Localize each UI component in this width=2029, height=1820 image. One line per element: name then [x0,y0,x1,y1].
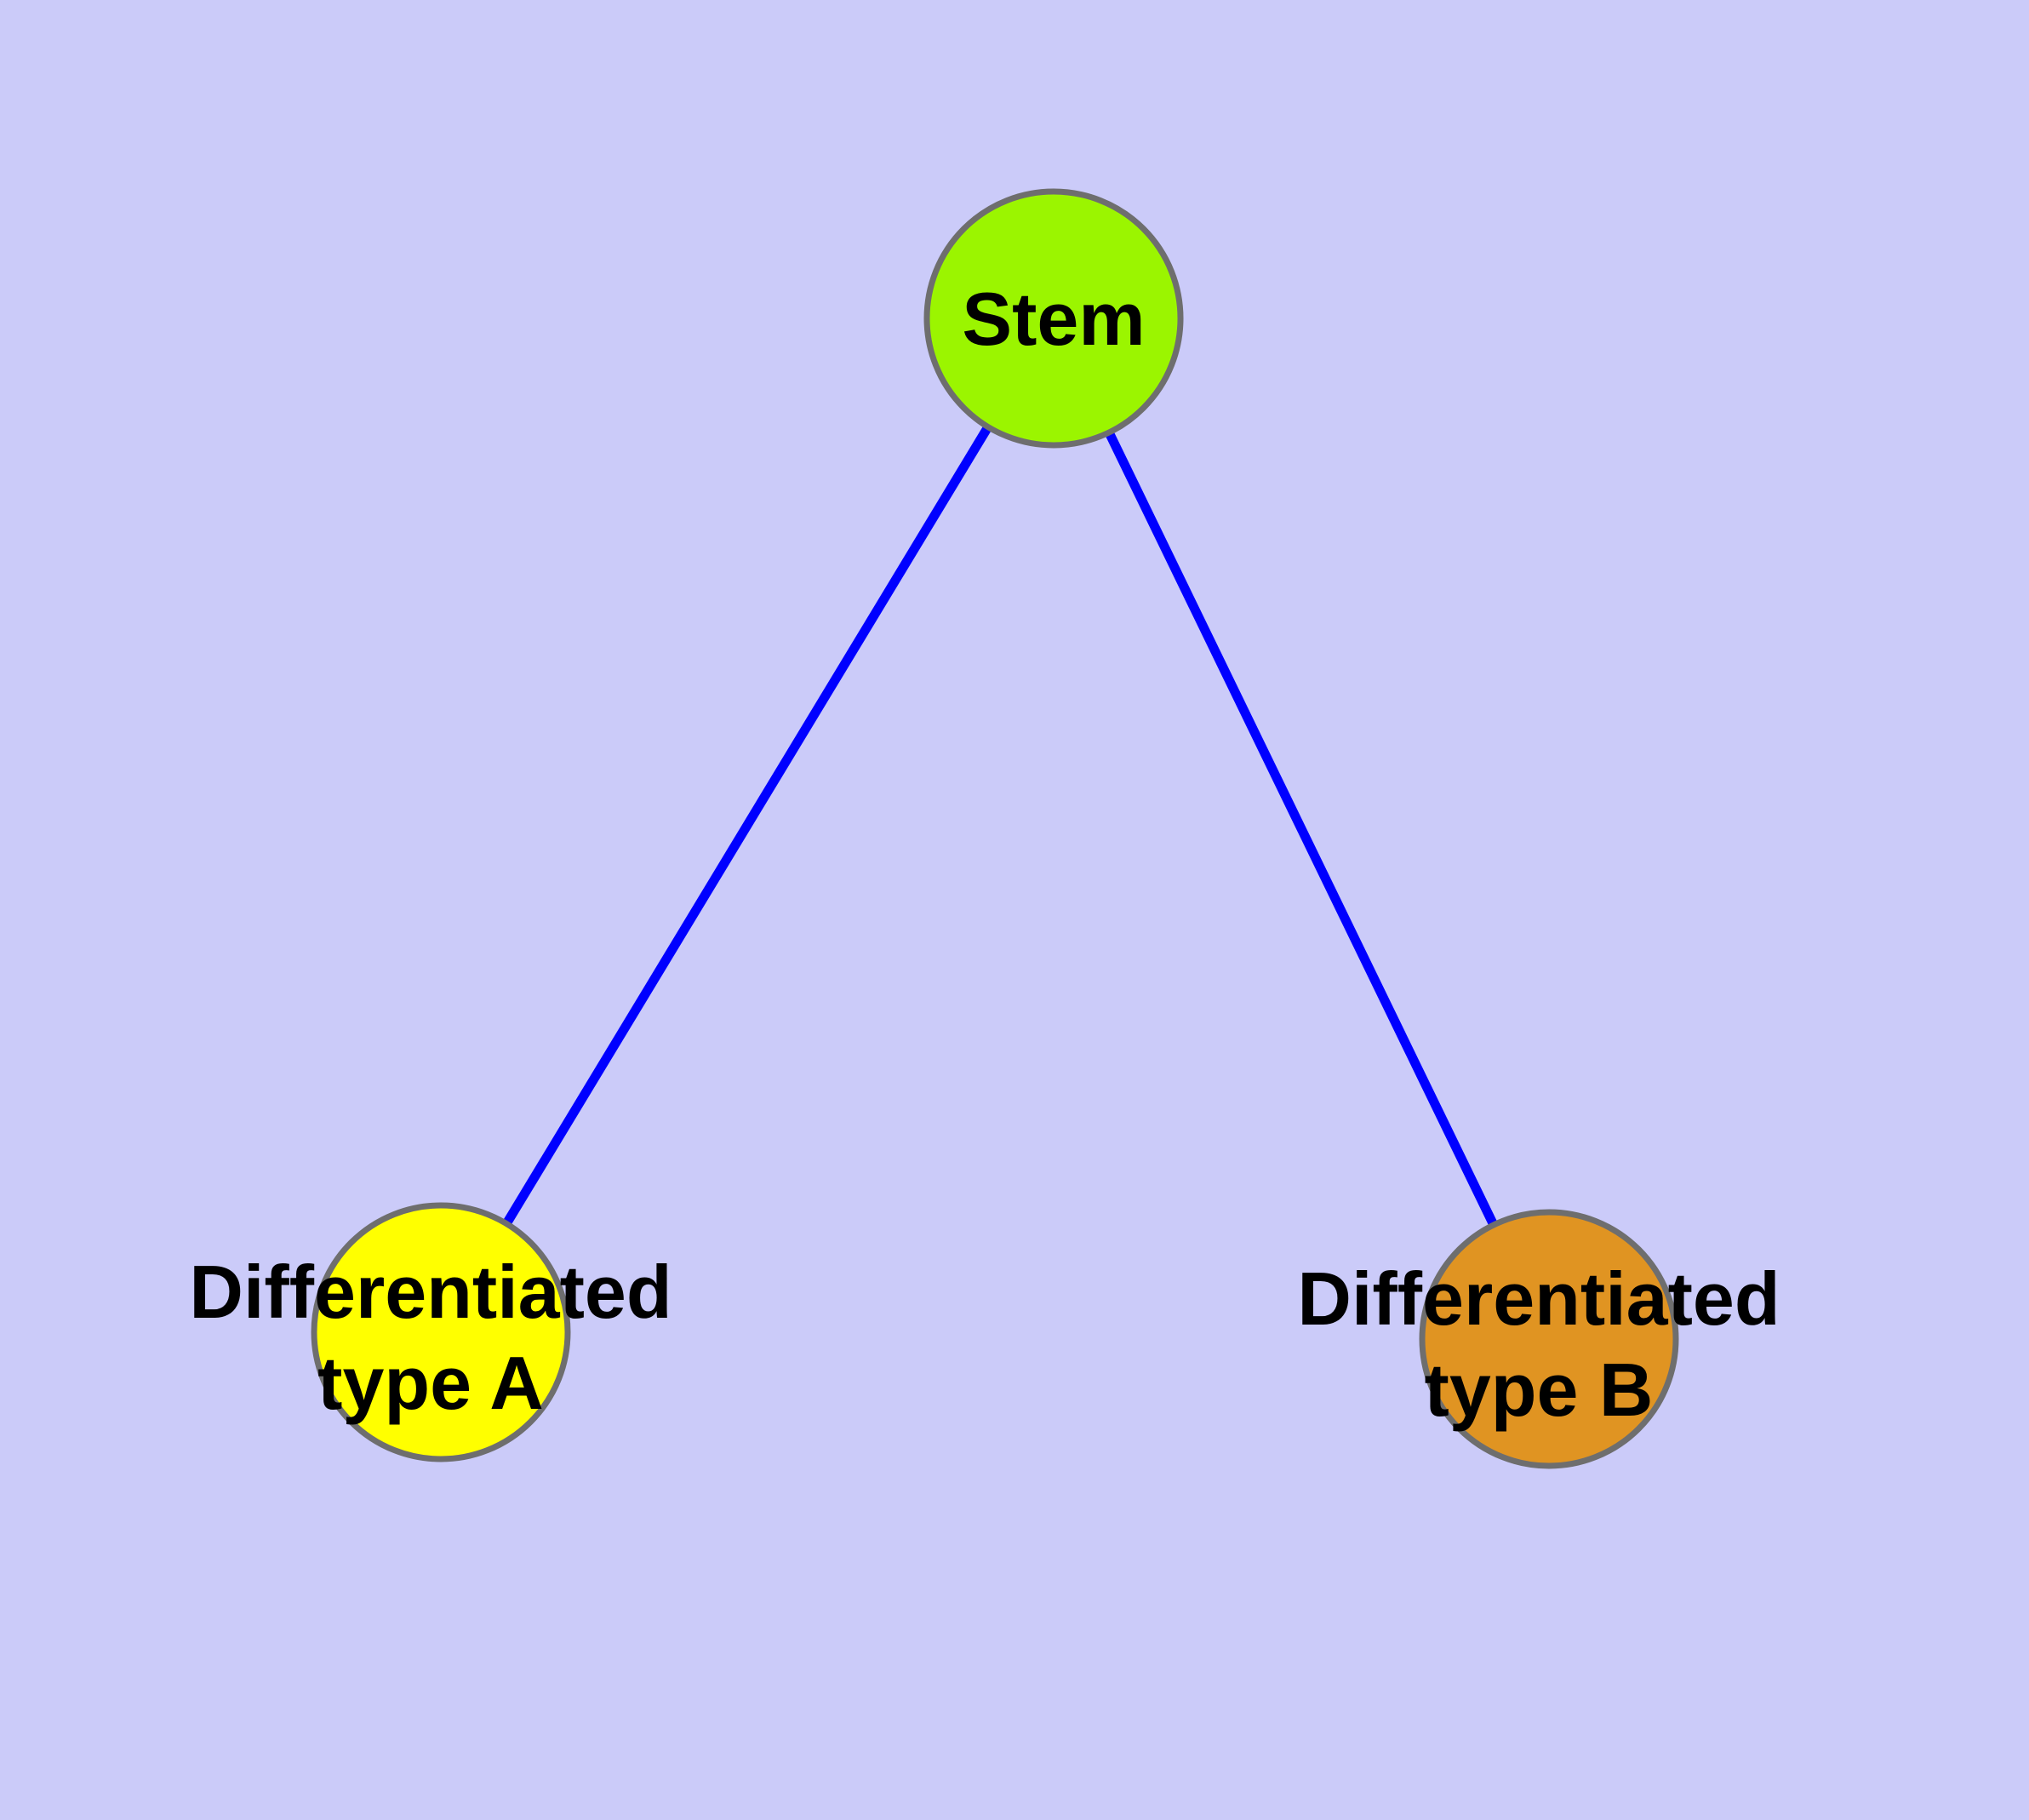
edge-stem-to-type-a [437,316,1058,1335]
node-type-a-circle[interactable] [311,1202,571,1462]
node-type-a-label-line2: type A [317,1341,544,1425]
node-type-b-label-line1: Differentiated [1297,1256,1780,1341]
edge-stem-to-type-b [1049,316,1553,1342]
node-differentiated-type-b[interactable]: Differentiated type B [1297,1209,1780,1469]
node-type-b-circle[interactable] [1419,1209,1679,1469]
node-stem-label: Stem [962,277,1145,361]
node-differentiated-type-a[interactable]: Differentiated type A [189,1202,672,1462]
edge-group [437,316,1553,1342]
node-type-b-label-line2: type B [1425,1348,1654,1432]
node-stem[interactable]: Stem [923,188,1184,449]
node-stem-circle[interactable] [923,188,1184,449]
node-type-a-label-line1: Differentiated [189,1250,672,1334]
